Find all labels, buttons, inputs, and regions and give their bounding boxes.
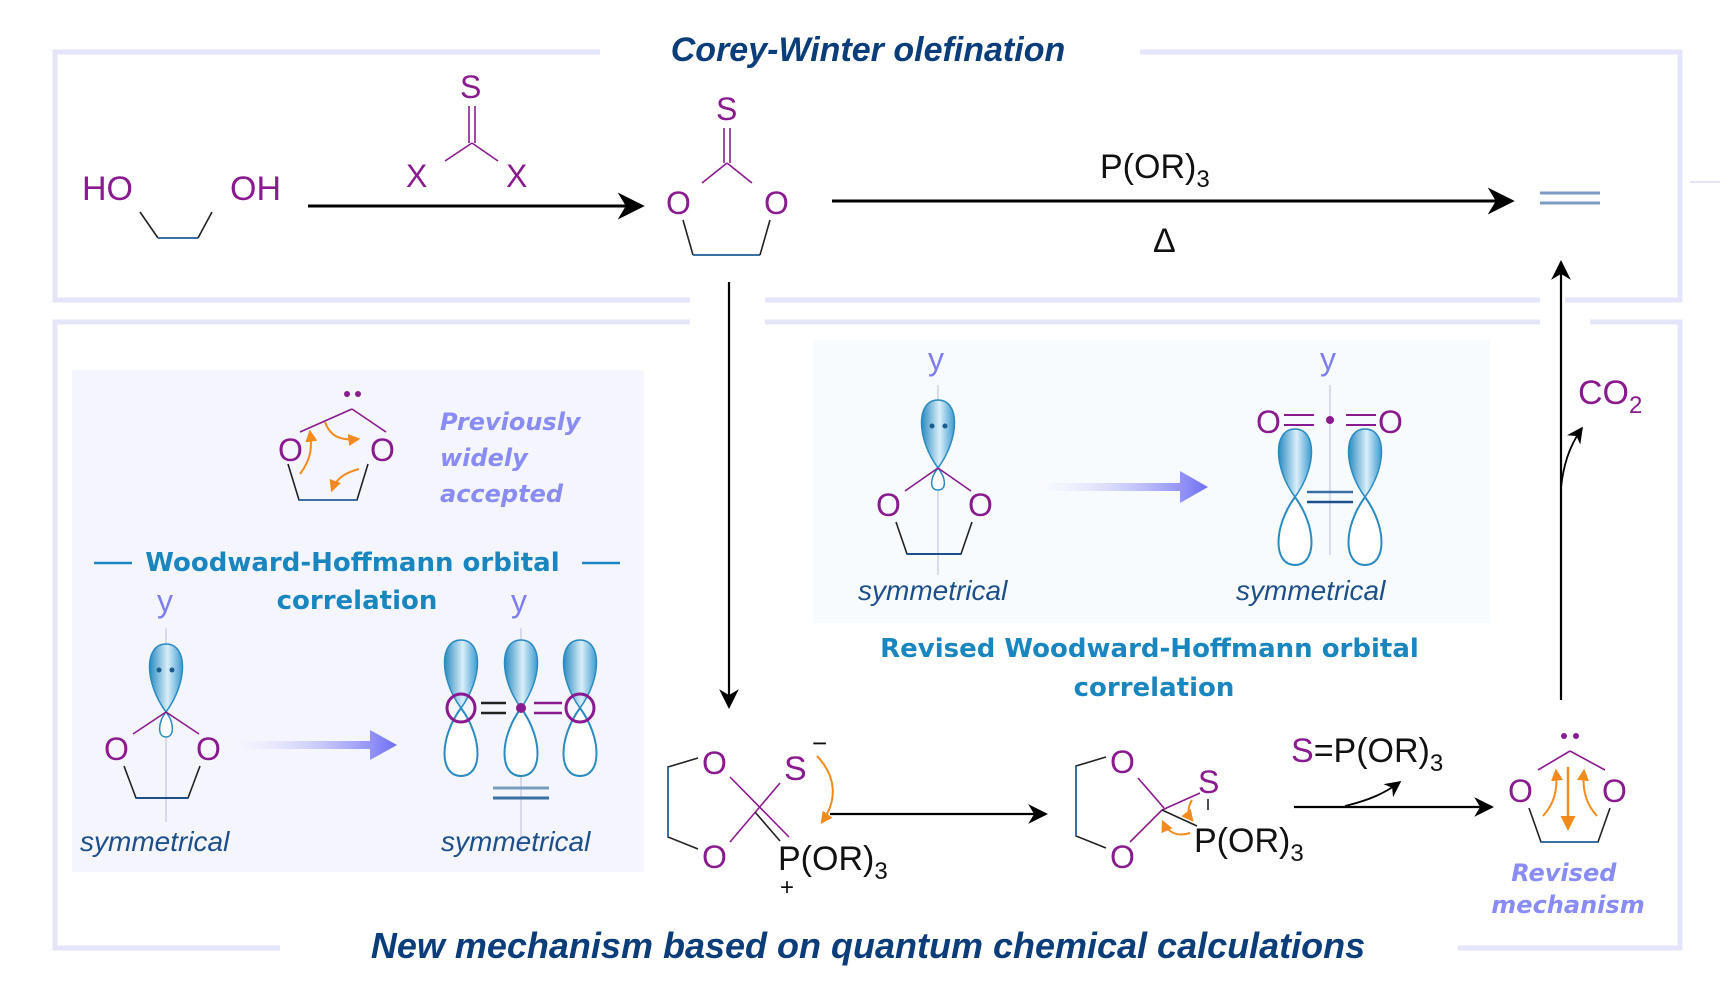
revised-wh-heading: Revised Woodward-Hoffmann orbital correl… xyxy=(880,634,1428,703)
previously-accepted-note: Previously widely accepted xyxy=(440,408,589,508)
revised-left-symmetrical-caption: symmetrical xyxy=(858,575,1008,606)
int1-s-minus: − xyxy=(812,728,827,758)
int2-phosphite: P(OR)3 xyxy=(1194,822,1304,867)
ethylene-glycol: HO OH xyxy=(82,170,281,239)
thiocarbonyl-reagent: S X X xyxy=(406,69,527,194)
correlation-arrow-right xyxy=(1032,471,1208,503)
carbene-sigma-orbital-left: y O O xyxy=(104,583,221,822)
diol-ho-label: HO xyxy=(82,170,133,208)
left-carbene-o-right: O xyxy=(196,731,221,767)
int1-o-top: O xyxy=(702,745,727,781)
intermediate-thiaphosphirane: O O S P(OR)3 xyxy=(1075,744,1304,875)
intermediate-zwitterion: O O S − P(OR)3 + xyxy=(667,728,888,901)
alkene-product xyxy=(1540,191,1600,205)
int2-o-bottom: O xyxy=(1110,839,1135,875)
free-carbene-revised: O O xyxy=(1508,733,1627,843)
prev-carbene-o-right: O xyxy=(370,432,395,468)
revised-mechanism-box xyxy=(813,340,1490,623)
bottom-panel-frame xyxy=(52,319,1683,951)
co2-release-arrow xyxy=(1560,426,1583,489)
top-panel-frame xyxy=(52,49,1720,303)
co2-byproduct: CO2 xyxy=(1578,374,1642,419)
cyclic-thionocarbonate: S O O xyxy=(666,91,789,256)
rev-carbene-o-left: O xyxy=(876,487,901,523)
left-box-right-symmetrical-caption: symmetrical xyxy=(441,826,591,857)
revised-mechanism-label: Revised mechanism xyxy=(1491,859,1644,919)
y-axis-label-3: y xyxy=(928,341,944,377)
byproduct-thiophosphate: S=P(OR)3 xyxy=(1291,732,1443,777)
diol-oh-label: OH xyxy=(230,170,281,208)
revised-carbene-o-left: O xyxy=(1508,773,1533,809)
thiono-o-right: O xyxy=(764,185,789,221)
reagent-x-right: X xyxy=(506,158,527,194)
int2-s: S xyxy=(1198,764,1219,800)
free-carbene-previous: O O xyxy=(278,391,395,501)
correlation-arrow-left xyxy=(225,730,397,760)
prev-carbene-o-left: O xyxy=(278,432,303,468)
reagent-x-left: X xyxy=(406,158,427,194)
y-axis-label-2: y xyxy=(511,583,527,619)
revised-carbene-o-right: O xyxy=(1602,773,1627,809)
top-panel-title: Corey-Winter olefination xyxy=(671,31,1066,69)
int1-s: S xyxy=(784,750,807,788)
y-axis-label: y xyxy=(157,583,173,619)
bottom-panel-title: New mechanism based on quantum chemical … xyxy=(371,925,1365,966)
wh-correlation-heading: Woodward-Hoffmann orbital correlation xyxy=(145,548,568,616)
co2-alkene-orbitals-left: y xyxy=(443,583,598,850)
int1-o-bottom: O xyxy=(702,839,727,875)
co2-alkene-orbitals-right: y O O xyxy=(1256,341,1403,566)
int1-phosphonium: P(OR)3 xyxy=(778,840,888,885)
carbene-sigma-orbital-right: y O O xyxy=(876,341,993,575)
reagent-s-label: S xyxy=(460,69,481,105)
int1-p-plus: + xyxy=(780,874,794,901)
rev-co2-o-right: O xyxy=(1378,404,1403,440)
heat-delta-label: Δ xyxy=(1153,222,1176,260)
thiono-o-left: O xyxy=(666,185,691,221)
int2-o-top: O xyxy=(1110,744,1135,780)
y-axis-label-4: y xyxy=(1320,341,1336,377)
revised-right-symmetrical-caption: symmetrical xyxy=(1236,575,1386,606)
thiono-s-label: S xyxy=(716,91,737,127)
previous-mechanism-box xyxy=(72,370,644,872)
phosphite-reagent-label: P(OR)3 xyxy=(1100,148,1210,193)
byproduct-release-arrow xyxy=(1344,781,1402,807)
rev-carbene-o-right: O xyxy=(968,487,993,523)
rev-co2-o-left: O xyxy=(1256,404,1281,440)
left-symmetrical-caption: symmetrical xyxy=(80,826,230,857)
left-carbene-o-left: O xyxy=(104,731,129,767)
